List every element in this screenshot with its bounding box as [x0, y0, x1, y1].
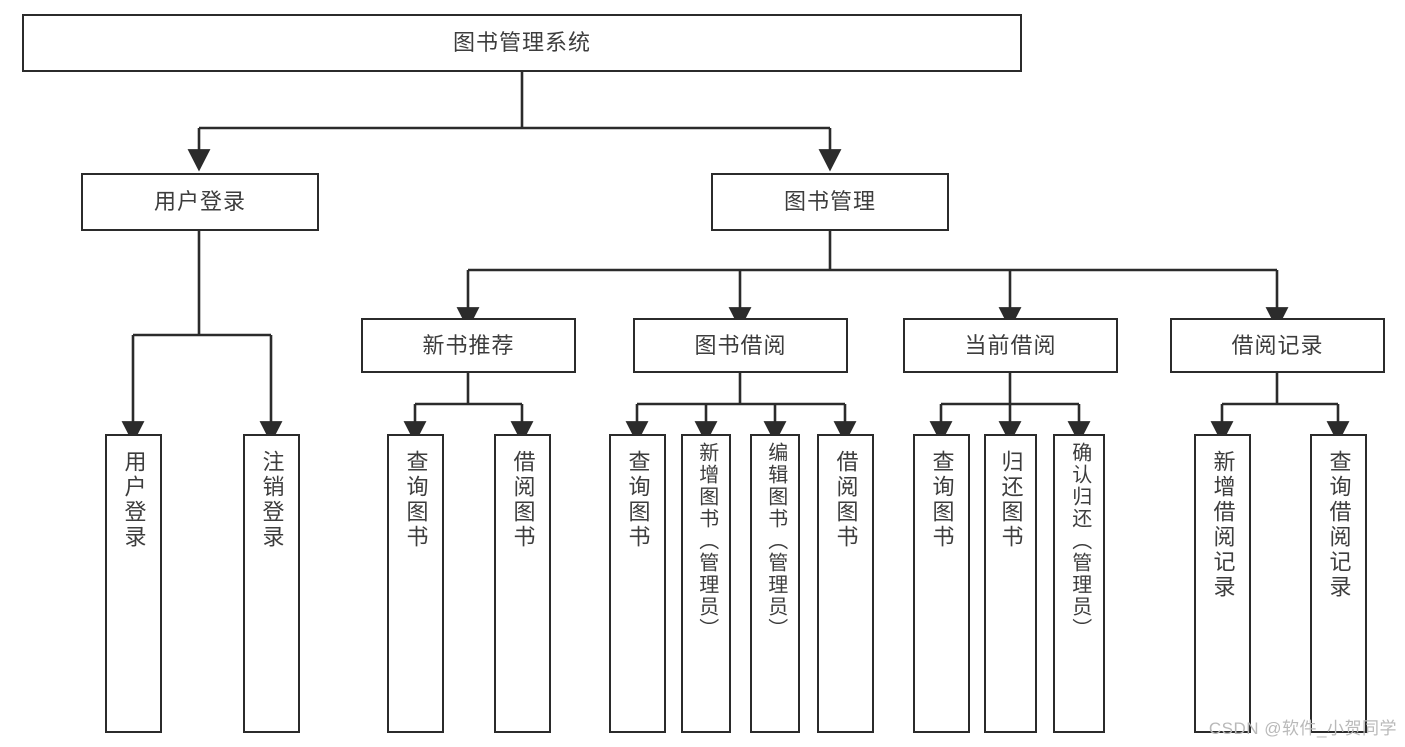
leaf-book-borrow-edit[interactable]: 编辑图书（管理员） [750, 434, 800, 733]
leaf-label: 查询图书 [403, 450, 429, 550]
leaf-book-borrow-query[interactable]: 查询图书 [609, 434, 666, 733]
node-new-book-recommend-label: 新书推荐 [422, 332, 515, 358]
leaf-label: 归还图书 [998, 450, 1024, 550]
leaf-current-borrow-query[interactable]: 查询图书 [913, 434, 970, 733]
node-book-borrow[interactable]: 图书借阅 [633, 318, 848, 373]
leaf-label: 注销登录 [259, 450, 285, 550]
leaf-user-login-signin[interactable]: 用户登录 [105, 434, 162, 733]
leaf-label: 借阅图书 [510, 450, 536, 550]
leaf-borrow-record-add[interactable]: 新增借阅记录 [1194, 434, 1251, 733]
leaf-user-login-signout[interactable]: 注销登录 [243, 434, 300, 733]
node-root[interactable]: 图书管理系统 [22, 14, 1022, 72]
node-book-management[interactable]: 图书管理 [711, 173, 949, 231]
leaf-label: 新增图书（管理员） [695, 442, 718, 640]
node-user-login-label: 用户登录 [153, 189, 246, 214]
leaf-new-book-borrow[interactable]: 借阅图书 [494, 434, 551, 733]
leaf-label: 用户登录 [121, 450, 147, 550]
leaf-label: 新增借阅记录 [1210, 450, 1236, 600]
node-current-borrow[interactable]: 当前借阅 [903, 318, 1118, 373]
leaf-label: 确认归还（管理员） [1068, 442, 1091, 640]
node-borrow-record-label: 借阅记录 [1231, 332, 1324, 358]
leaf-label: 编辑图书（管理员） [764, 442, 787, 640]
leaf-label: 借阅图书 [833, 450, 859, 550]
node-book-management-label: 图书管理 [783, 189, 876, 214]
leaf-current-borrow-confirm[interactable]: 确认归还（管理员） [1053, 434, 1105, 733]
node-user-login[interactable]: 用户登录 [81, 173, 319, 231]
leaf-current-borrow-return[interactable]: 归还图书 [984, 434, 1037, 733]
leaf-new-book-query[interactable]: 查询图书 [387, 434, 444, 733]
node-borrow-record[interactable]: 借阅记录 [1170, 318, 1385, 373]
node-book-borrow-label: 图书借阅 [694, 332, 787, 358]
node-root-label: 图书管理系统 [452, 30, 591, 55]
node-new-book-recommend[interactable]: 新书推荐 [361, 318, 576, 373]
leaf-label: 查询借阅记录 [1326, 450, 1352, 600]
leaf-book-borrow-lend[interactable]: 借阅图书 [817, 434, 874, 733]
leaf-book-borrow-add[interactable]: 新增图书（管理员） [681, 434, 731, 733]
node-current-borrow-label: 当前借阅 [964, 332, 1057, 358]
leaf-label: 查询图书 [929, 450, 955, 550]
leaf-label: 查询图书 [625, 450, 651, 550]
leaf-borrow-record-query[interactable]: 查询借阅记录 [1310, 434, 1367, 733]
